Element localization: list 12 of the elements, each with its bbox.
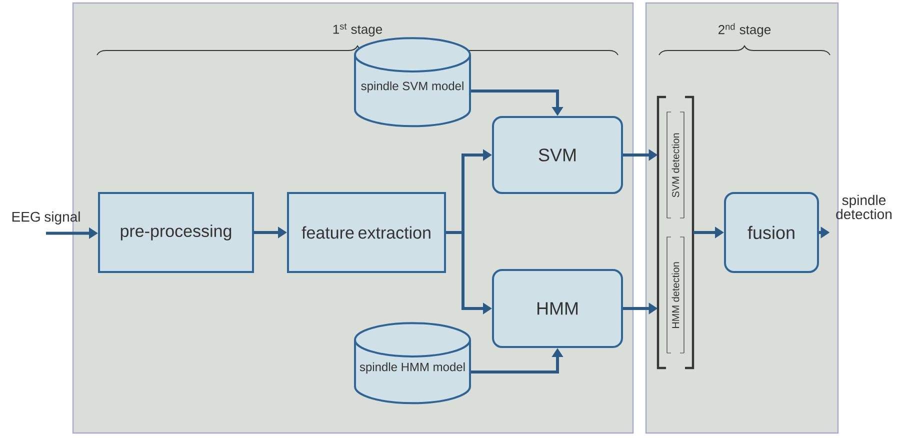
stage-label: 1$^{st}$ stage xyxy=(333,24,382,36)
database-cylinder: spindle HMM model xyxy=(354,322,471,404)
io-label: EEG signal xyxy=(12,211,80,225)
process-box: feature extraction xyxy=(287,192,446,273)
io-label: spindle detection xyxy=(836,194,892,220)
process-box: pre-processing xyxy=(98,192,254,273)
process-box: SVM xyxy=(492,116,623,194)
process-box: fusion xyxy=(724,192,819,273)
stage-label: 2$^{nd}$ stage xyxy=(718,23,771,37)
process-box: HMM xyxy=(492,269,623,348)
database-cylinder: spindle SVM model xyxy=(354,37,471,128)
detection-bracket: SVM detection HMM detection xyxy=(656,96,694,370)
